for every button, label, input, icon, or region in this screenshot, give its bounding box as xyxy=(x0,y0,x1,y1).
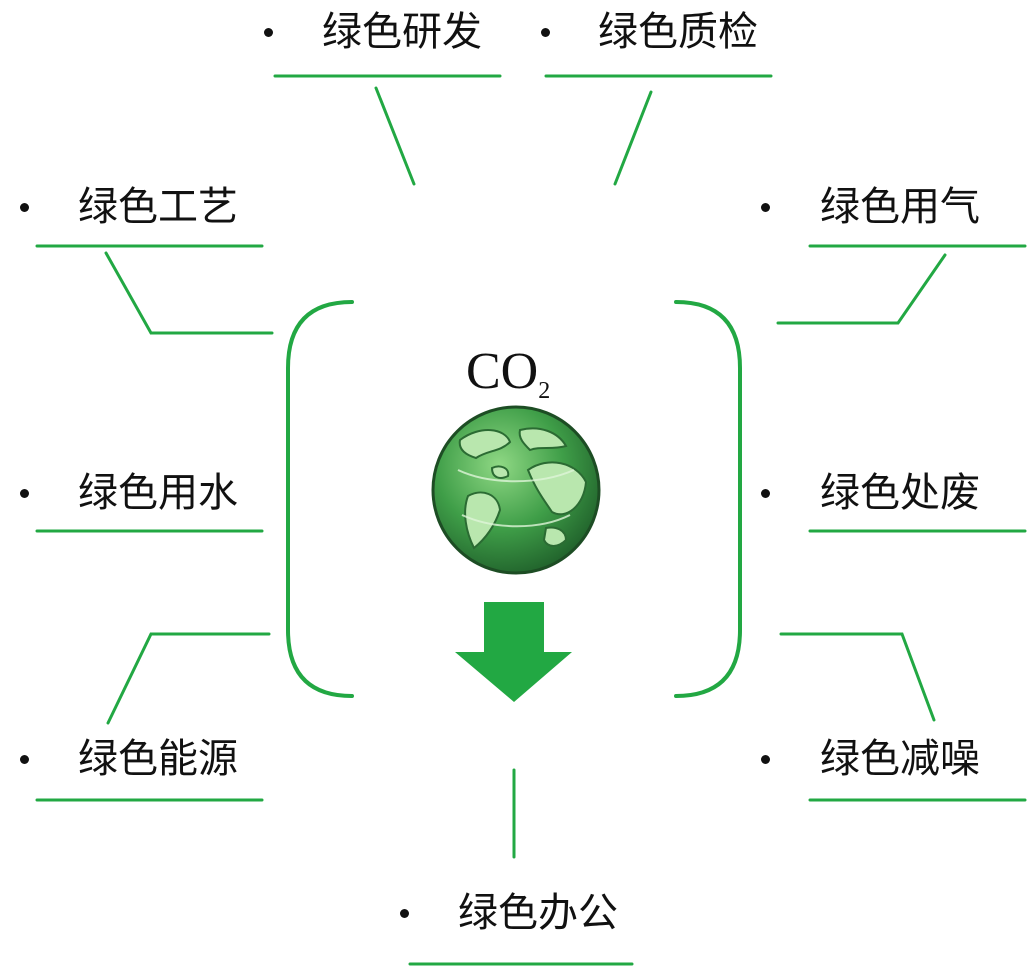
connector-energy xyxy=(106,632,271,725)
label-green-energy: 绿色能源 xyxy=(78,736,238,782)
bullet-energy xyxy=(20,755,29,764)
earth-globe-icon xyxy=(431,405,601,575)
bullet-qc xyxy=(541,28,550,37)
bullet-waste xyxy=(761,489,770,498)
label-green-noise: 绿色减噪 xyxy=(820,736,980,782)
connector-qc xyxy=(613,90,653,186)
down-arrow-icon xyxy=(455,602,572,702)
label-green-waste: 绿色处废 xyxy=(820,470,980,516)
label-green-qc: 绿色质检 xyxy=(598,9,758,55)
label-green-process: 绿色工艺 xyxy=(78,184,238,230)
connector-process xyxy=(104,251,274,335)
bullet-process xyxy=(20,203,29,212)
label-green-rd: 绿色研发 xyxy=(322,9,482,55)
label-green-office: 绿色办公 xyxy=(458,890,618,936)
left-bracket xyxy=(286,300,354,698)
connector-gas xyxy=(776,253,947,325)
connector-rd xyxy=(374,86,416,186)
connector-noise xyxy=(779,632,936,722)
label-green-water: 绿色用水 xyxy=(78,470,238,516)
right-bracket xyxy=(674,300,742,698)
bullet-gas xyxy=(761,203,770,212)
co2-subscript: 2 xyxy=(538,378,551,404)
bullet-water xyxy=(20,489,29,498)
bullet-noise xyxy=(761,755,770,764)
bullet-rd xyxy=(264,28,273,37)
co2-main: CO xyxy=(466,343,539,400)
co2-label: CO2 xyxy=(466,344,550,419)
label-green-gas: 绿色用气 xyxy=(820,184,980,230)
bullet-office xyxy=(400,909,409,918)
